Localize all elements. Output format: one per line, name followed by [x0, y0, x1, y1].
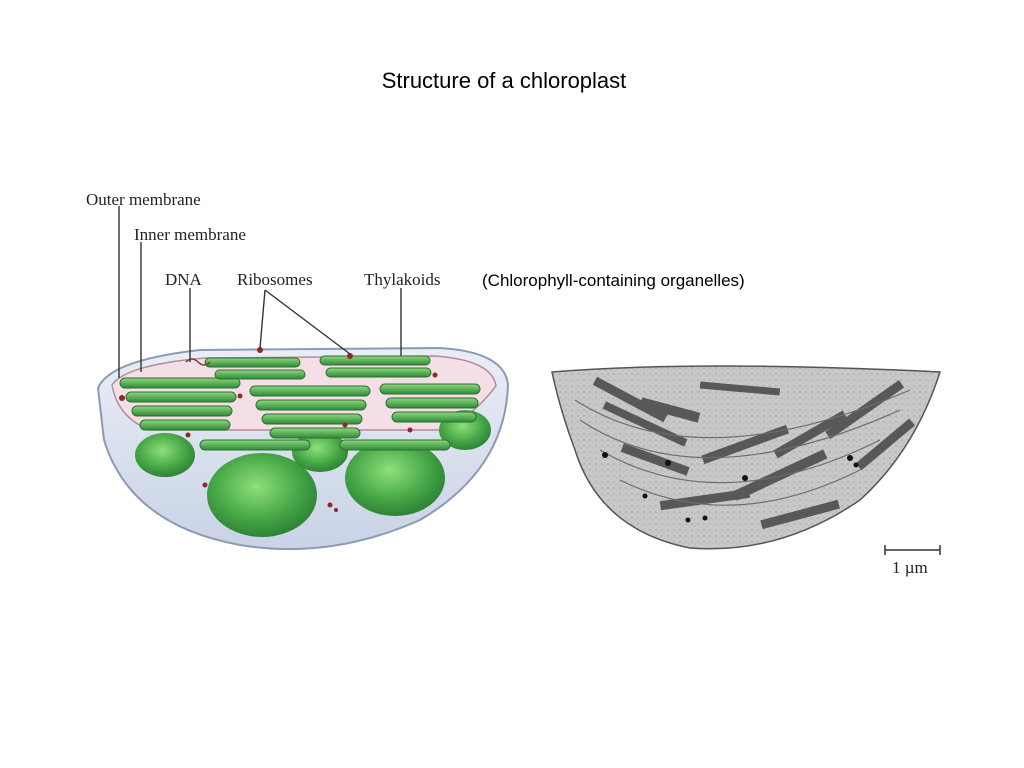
chloroplast-illustration: [96, 206, 510, 551]
label-outer-membrane: Outer membrane: [86, 190, 201, 209]
label-inner-membrane: Inner membrane: [134, 225, 246, 244]
scale-bar: [884, 545, 941, 555]
label-dna: DNA: [165, 270, 202, 289]
scale-bar-label: 1 µm: [892, 558, 928, 577]
electron-micrograph: [551, 365, 942, 550]
caption: (Chlorophyll-containing organelles): [482, 271, 745, 290]
label-thylakoids: Thylakoids: [364, 270, 441, 289]
slide-title: Structure of a chloroplast: [381, 68, 627, 93]
label-ribosomes: Ribosomes: [237, 270, 313, 289]
